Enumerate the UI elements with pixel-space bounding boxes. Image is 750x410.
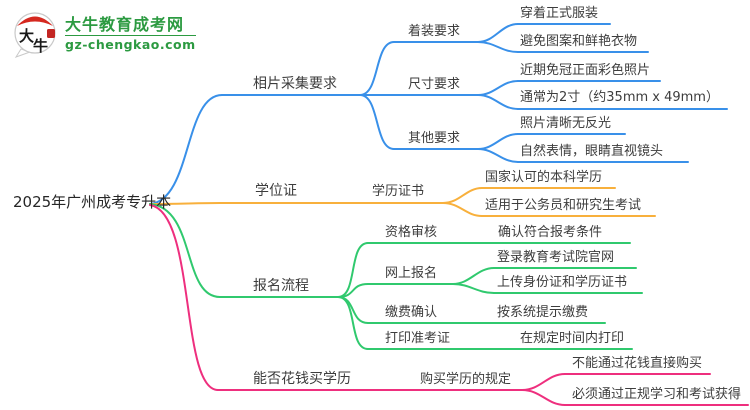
node-print-in-time[interactable]: 在规定时间内打印 (520, 331, 625, 346)
node-pay-as-prompted[interactable]: 按系统提示缴费 (497, 305, 589, 320)
logo-bull-icon: 大 牛 (14, 12, 56, 58)
svg-text:牛: 牛 (33, 37, 48, 55)
branch-lines-registration (149, 203, 643, 350)
node-registration-process[interactable]: 报名流程 (253, 278, 309, 294)
node-root[interactable]: 2025年广州成考专升本 (13, 193, 172, 211)
node-confirm-eligibility[interactable]: 确认符合报考条件 (498, 225, 603, 240)
node-print-admission-ticket[interactable]: 打印准考证 (385, 331, 451, 346)
site-logo[interactable]: 大 牛 大牛教育成考网 gz-chengkao.com (12, 8, 196, 58)
node-buy-diploma-question[interactable]: 能否花钱买学历 (253, 371, 351, 387)
branch-lines-photo-requirements (149, 23, 728, 205)
node-dress-code[interactable]: 着装要求 (408, 24, 461, 39)
node-online-registration[interactable]: 网上报名 (385, 266, 438, 281)
node-diploma-cert[interactable]: 学历证书 (372, 184, 425, 199)
node-login-official-site[interactable]: 登录教育考试院官网 (497, 250, 615, 265)
node-must-study-exam[interactable]: 必须通过正规学习和考试获得 (572, 387, 742, 402)
node-natural-expression[interactable]: 自然表情，眼睛直视镜头 (520, 144, 664, 159)
node-two-inch-size[interactable]: 通常为2寸（约35mm x 49mm） (520, 90, 719, 105)
node-formal-clothing[interactable]: 穿着正式服装 (520, 6, 599, 21)
node-photo-requirements[interactable]: 相片采集要求 (253, 76, 337, 92)
node-clear-no-glare[interactable]: 照片清晰无反光 (520, 116, 612, 131)
svg-text:大: 大 (19, 27, 34, 45)
logo-title: 大牛教育成考网 (65, 14, 185, 34)
node-recent-color-photo[interactable]: 近期免冠正面彩色照片 (520, 63, 651, 78)
branch-lines-buy-diploma (149, 204, 749, 406)
node-buy-diploma-rules[interactable]: 购买学历的规定 (420, 372, 512, 387)
node-degree-cert[interactable]: 学位证 (255, 183, 297, 199)
node-payment-confirm[interactable]: 缴费确认 (385, 305, 438, 320)
node-other-requirements[interactable]: 其他要求 (408, 131, 461, 146)
node-qualification-review[interactable]: 资格审核 (385, 225, 438, 240)
logo-text: 大牛教育成考网 gz-chengkao.com (65, 15, 196, 52)
node-upload-id-diploma[interactable]: 上传身份证和学历证书 (497, 275, 628, 290)
node-avoid-bright-clothing[interactable]: 避免图案和鲜艳衣物 (520, 34, 638, 49)
node-cannot-buy-directly[interactable]: 不能通过花钱直接购买 (572, 356, 703, 371)
node-civil-servant-grad-exam[interactable]: 适用于公务员和研究生考试 (485, 198, 642, 213)
branch-lines-degree-cert (149, 187, 656, 217)
node-nationally-recognized[interactable]: 国家认可的本科学历 (485, 170, 603, 185)
logo-url: gz-chengkao.com (65, 34, 196, 52)
node-size-requirements[interactable]: 尺寸要求 (408, 77, 461, 92)
